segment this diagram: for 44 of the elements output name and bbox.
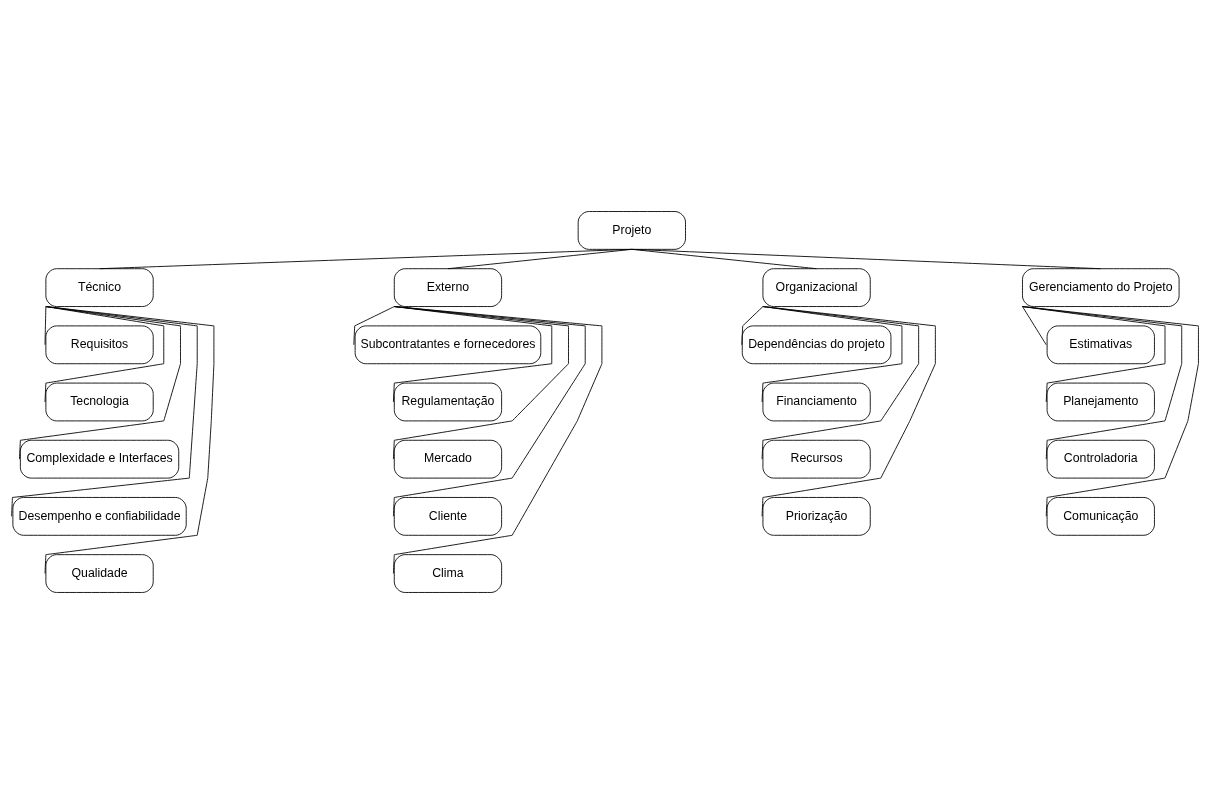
connector	[741, 305, 764, 345]
node-box: Complexidade e Interfaces	[19, 439, 180, 479]
connector	[1022, 305, 1199, 517]
connector	[392, 305, 569, 460]
node-box: Subcontratantes e fornecedores	[354, 324, 542, 364]
node-box: Dependências do projeto	[741, 324, 892, 364]
connector	[392, 305, 553, 402]
connector	[11, 305, 198, 517]
node-box: Qualidade	[45, 553, 154, 593]
connector	[761, 305, 903, 402]
connector	[392, 305, 603, 574]
node-box: Controladoria	[1046, 439, 1155, 479]
connector	[631, 248, 1102, 269]
node-box: Externo	[393, 267, 503, 307]
node-box: Mercado	[393, 439, 503, 479]
node-box: Regulamentação	[393, 382, 503, 421]
node-box: Organizacional	[762, 267, 871, 307]
node-box: Recursos	[762, 439, 871, 479]
node-box: Comunicação	[1046, 496, 1155, 536]
connector	[1022, 305, 1166, 402]
node-box: Estimativas	[1046, 324, 1155, 364]
connector	[761, 305, 920, 460]
node-box: Financiamento	[762, 382, 871, 421]
connector	[447, 248, 633, 269]
connector	[353, 305, 395, 345]
node-box: Projeto	[577, 210, 686, 250]
node-box: Técnico	[45, 267, 154, 307]
node-box: Requisitos	[45, 324, 154, 364]
node-box: Desempenho e confiabilidade	[12, 496, 187, 536]
connector	[1022, 305, 1183, 460]
node-box: Cliente	[393, 496, 503, 536]
node-box: Planejamento	[1046, 382, 1155, 421]
node-box: Gerenciamento do Projeto	[1022, 267, 1180, 307]
connector	[44, 305, 215, 574]
connector	[44, 305, 47, 345]
connector	[19, 305, 181, 460]
connector	[392, 305, 586, 517]
connector	[761, 305, 936, 517]
node-box: Tecnologia	[45, 382, 154, 421]
connector	[44, 305, 165, 402]
node-box: Priorização	[762, 496, 871, 536]
connector	[99, 248, 633, 269]
connector	[1022, 305, 1047, 345]
node-box: Clima	[393, 553, 503, 593]
